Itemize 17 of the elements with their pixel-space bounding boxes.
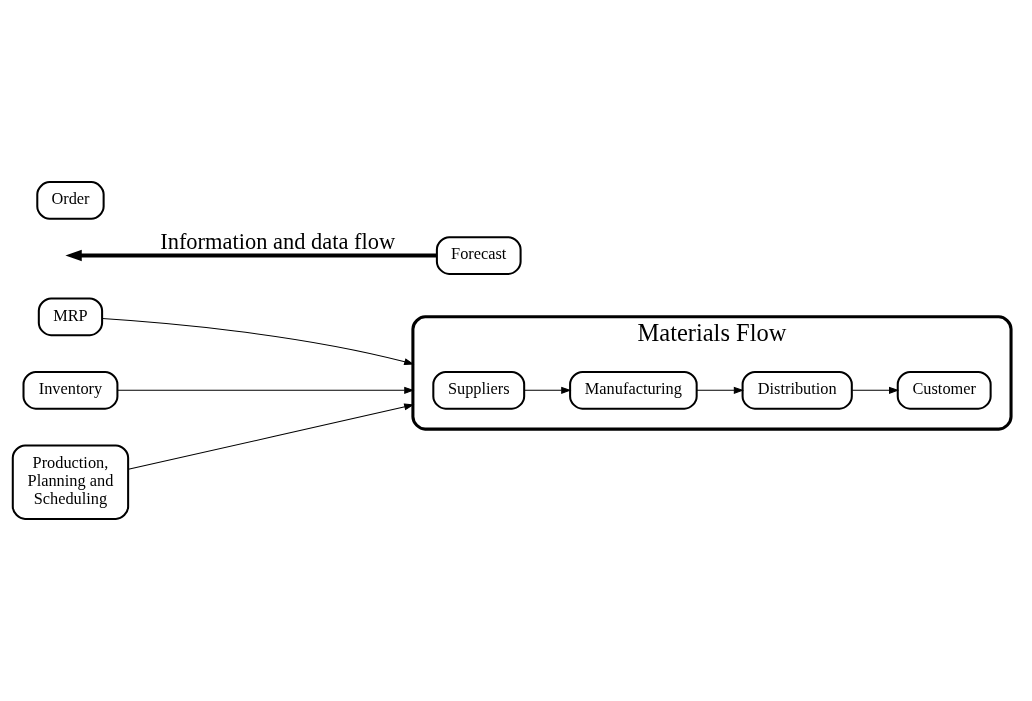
node-box: Production, Planning and Scheduling	[11, 444, 130, 520]
arrow	[696, 386, 745, 394]
arrow	[127, 403, 415, 470]
node-box: Suppliers	[432, 370, 526, 410]
node-box: MRP	[37, 297, 104, 337]
node-box: Order	[36, 181, 105, 220]
arrow	[117, 386, 415, 394]
node-box: Customer	[896, 370, 992, 410]
node-box: Distribution	[741, 370, 853, 410]
edge-label: Information and data flow	[160, 229, 396, 255]
arrow	[523, 386, 572, 394]
node-box: Forecast	[435, 236, 522, 275]
arrow	[101, 318, 415, 366]
node-box: Inventory	[22, 370, 119, 410]
node-box: Manufacturing	[569, 370, 698, 410]
arrow	[851, 386, 900, 394]
arrow	[65, 249, 437, 262]
